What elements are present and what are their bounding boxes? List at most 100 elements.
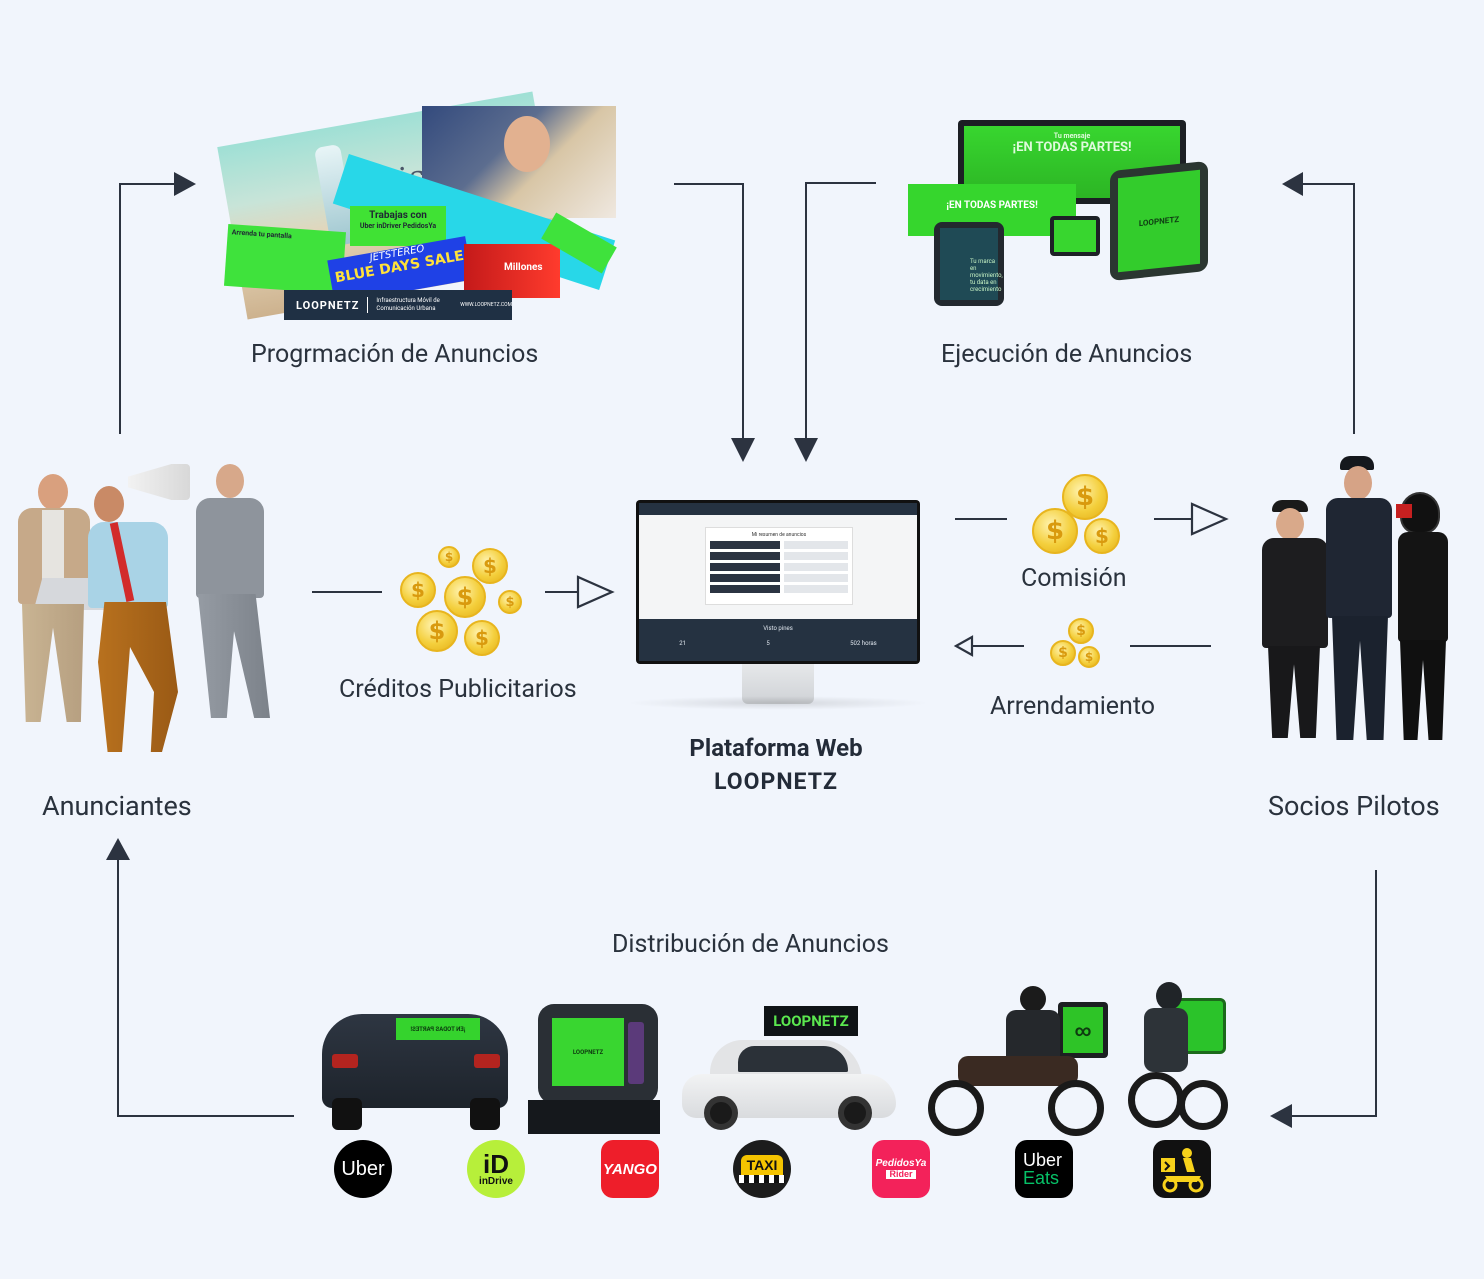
label-comision: Comisión <box>1021 564 1127 593</box>
logo-ubereats: Uber Eats <box>1015 1140 1073 1198</box>
connector-programacion-plataforma <box>674 183 744 440</box>
vehicle-motorcycle-courier: ∞ <box>928 984 1110 1136</box>
arrowhead-creditos <box>576 575 615 609</box>
connector-distribucion-anunciantes <box>117 860 294 1117</box>
coin-icon: $ <box>1050 640 1076 666</box>
device-big-screen-text: ¡EN TODAS PARTES! <box>1012 140 1132 155</box>
device-delivery-box: LOOPNETZ <box>1110 160 1208 282</box>
monitor-screen: Mi resumen de anuncios Visto pines 21 5 … <box>639 503 917 661</box>
monitor-stand <box>742 664 814 704</box>
label-creditos: Créditos Publicitarios <box>339 675 577 704</box>
arrowhead-comision <box>1190 502 1229 536</box>
device-cube-screen: Tu marca en movimiento, tu data en creci… <box>934 222 1004 306</box>
advertisers-group <box>4 452 294 764</box>
car-roof-text: LOOPNETZ <box>773 1012 849 1030</box>
logo-pedidosya: PedidosYa Rider <box>872 1140 930 1198</box>
connector-ejecucion-plataforma <box>805 182 876 440</box>
arrowhead-anunciantes <box>106 838 130 860</box>
person-chauffeur <box>1320 456 1396 742</box>
screen-title: Mi resumen de anuncios <box>751 532 807 538</box>
platform-monitor: Mi resumen de anuncios Visto pines 21 5 … <box>626 500 930 714</box>
ad-devices: Tu mensaje ¡EN TODAS PARTES! ¡EN TODAS P… <box>906 118 1210 310</box>
ad-trabajas-text: Trabajas con <box>369 210 427 221</box>
connector-socios-ejecucion <box>1302 183 1355 434</box>
label-arrendamiento: Arrendamiento <box>990 692 1156 721</box>
device-banner-text: ¡EN TODAS PARTES! <box>946 200 1038 211</box>
vehicle-white-car: LOOPNETZ <box>680 1006 898 1132</box>
ad-millones-text: Millones <box>504 262 543 273</box>
logo-uber: Uber <box>334 1140 392 1198</box>
car-roof-sign: LOOPNETZ <box>764 1006 858 1036</box>
ad-arrenda-banner: Arrenda tu pantalla <box>223 223 347 295</box>
device-cube-text: Tu marca en movimiento, tu data en creci… <box>970 258 1003 293</box>
logo-taxi-text: TAXI <box>740 1155 784 1175</box>
person-woman <box>192 464 282 722</box>
ad-collage: Bis Trabajas con Uber inDriver PedidosYa… <box>217 78 618 322</box>
screen-footer-title: Visto pines <box>763 625 793 632</box>
delivery-scooter-icon <box>1161 1148 1204 1193</box>
arrowhead-arrendamiento <box>953 635 974 657</box>
megaphone-icon <box>128 464 190 500</box>
coin-icon: $ <box>464 620 500 656</box>
coin-icon: $ <box>444 576 486 618</box>
coin-icon: $ <box>1084 518 1120 554</box>
vehicle-suv: ¡EN TODAS PARTES! <box>318 996 512 1132</box>
person-man-laptop <box>4 474 113 724</box>
device-small-monitor <box>1050 216 1100 256</box>
coin-icon: $ <box>416 610 458 652</box>
suv-screen-text: ¡EN TODAS PARTES! <box>410 1025 466 1033</box>
logo-indrive: iD inDrive <box>467 1140 525 1198</box>
screen-stat: 5 <box>766 640 770 647</box>
logo-taxi: TAXI <box>733 1140 791 1198</box>
screen-stat: 21 <box>679 640 686 647</box>
coin-icon: $ <box>1032 508 1078 554</box>
ad-www-text: WWW.LOOPNETZ.COM <box>460 302 512 308</box>
label-plataforma: Plataforma Web LOOPNETZ <box>620 734 932 795</box>
arrowhead-plataforma-left <box>731 438 755 462</box>
person-man-megaphone <box>88 452 208 764</box>
arrowhead-plataforma-right <box>794 438 818 462</box>
person-pilot <box>1258 500 1334 740</box>
coin-icon: $ <box>1078 646 1100 668</box>
label-distribucion: Distribución de Anuncios <box>612 930 889 959</box>
label-plataforma-line1: Plataforma Web <box>689 734 863 762</box>
connector-socios-distribucion <box>1292 870 1377 1117</box>
ad-brand-text: LOOPNETZ <box>296 298 360 312</box>
coins-comision: $ $ $ <box>1032 474 1124 558</box>
logo-yango-text: YANGO <box>603 1160 657 1178</box>
logo-ubereats-sub: Eats <box>1023 1168 1060 1188</box>
ad-arrenda-text: Arrenda tu pantalla <box>231 228 292 241</box>
arrowhead-programacion <box>174 172 196 196</box>
headrest-screen-text: LOOPNETZ <box>572 1048 604 1056</box>
logo-ubereats-text: Uber <box>1023 1150 1063 1170</box>
label-anunciantes: Anunciantes <box>42 790 192 822</box>
person-motorcyclist <box>1392 492 1454 742</box>
coin-icon: $ <box>1068 618 1094 644</box>
suv-rear-screen: ¡EN TODAS PARTES! <box>396 1018 480 1040</box>
logo-pedidosya-sub: Rider <box>886 1170 916 1179</box>
arrowhead-distribucion <box>1270 1104 1292 1128</box>
coin-icon: $ <box>400 572 436 608</box>
man-face-image <box>504 116 550 172</box>
arrowhead-ejecucion <box>1282 172 1303 196</box>
ad-millones-banner: Millones <box>464 244 560 298</box>
ad-brand-sub: Infraestructura Móvil de Comunicación Ur… <box>376 297 440 312</box>
label-ejecucion: Ejecución de Anuncios <box>941 340 1193 369</box>
label-programacion: Progrmación de Anuncios <box>251 340 539 369</box>
logo-indrive-text: iD <box>483 1149 509 1179</box>
taxi-checker-icon <box>739 1175 785 1183</box>
screen-stat: 502 horas <box>850 640 877 647</box>
ad-trabajas-card: Trabajas con Uber inDriver PedidosYa <box>350 206 446 246</box>
label-socios: Socios Pilotos <box>1268 790 1440 822</box>
device-big-screen-tagline: Tu mensaje <box>1053 132 1091 140</box>
ad-trabajas-sub: Uber inDriver PedidosYa <box>359 222 437 230</box>
coin-icon: $ <box>472 548 508 584</box>
partners-group <box>1258 456 1454 742</box>
logo-delivery <box>1153 1140 1211 1198</box>
vehicle-motorcycle-delivery <box>1120 980 1236 1134</box>
coins-creditos: $ $ $ $ $ $ $ <box>398 546 528 658</box>
delivery-box-icon: ∞ <box>1058 1002 1108 1058</box>
label-plataforma-brand: LOOPNETZ <box>714 768 838 795</box>
coin-icon: $ <box>438 546 460 568</box>
